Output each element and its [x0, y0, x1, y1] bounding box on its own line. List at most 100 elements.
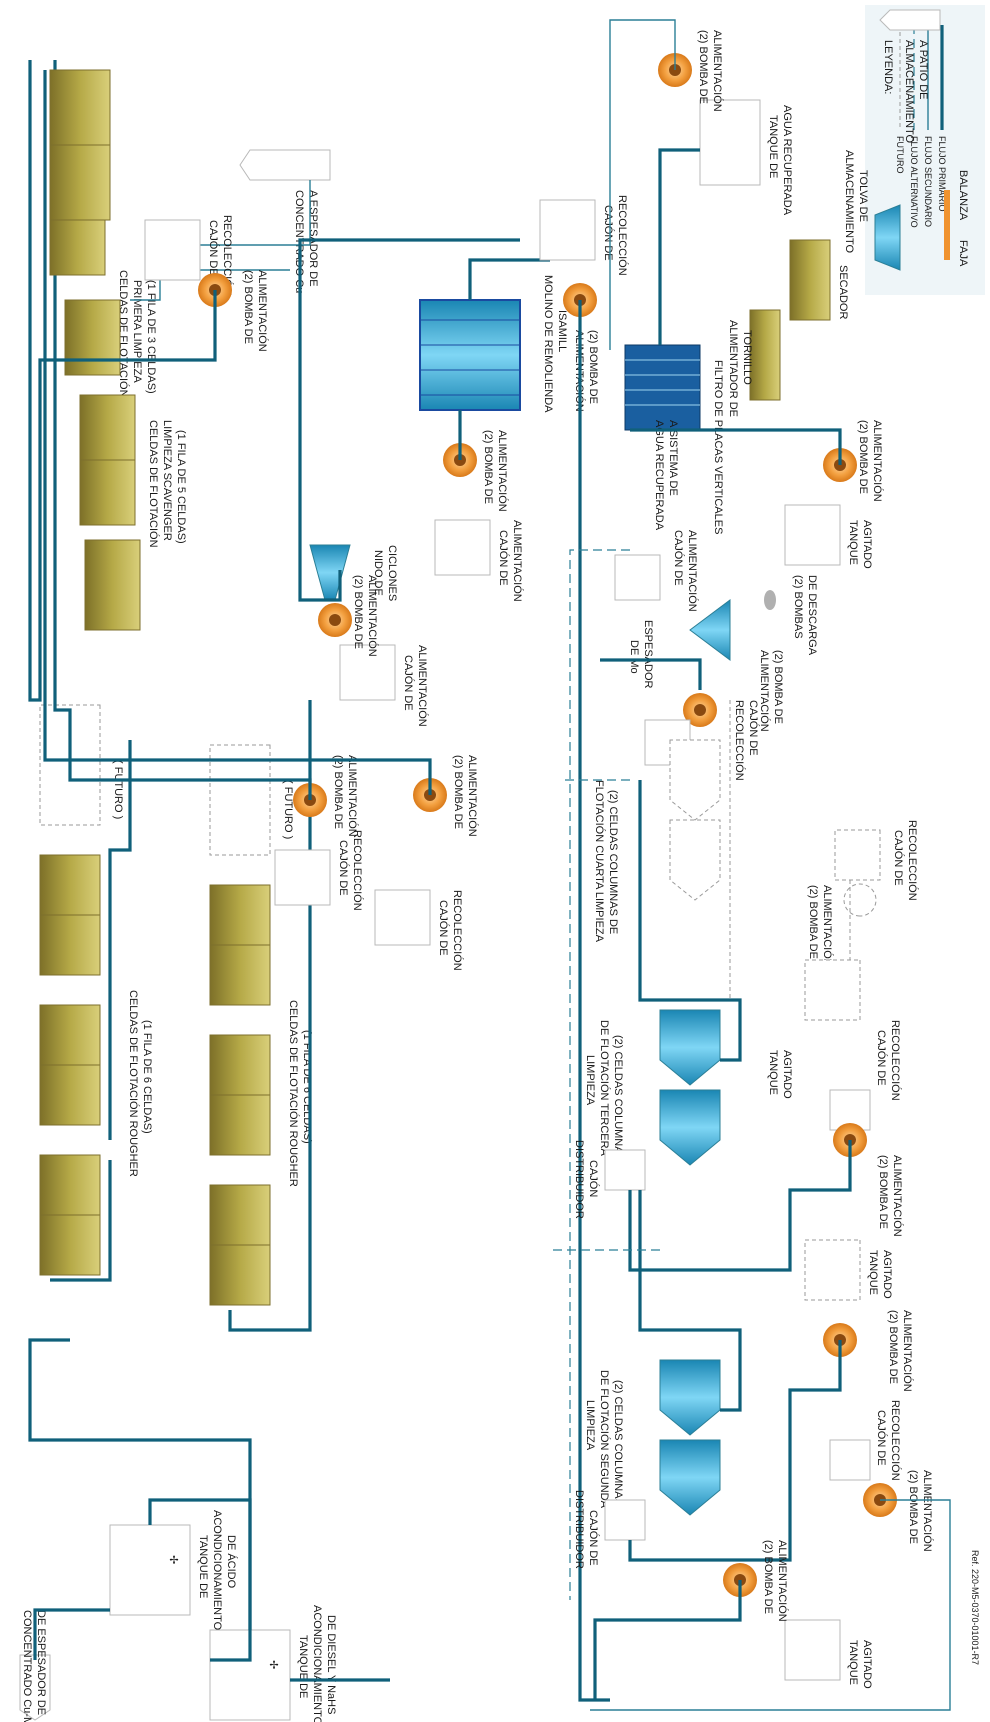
isamill: MOLINO DE REMOLIENDA ISAMILL	[419, 275, 568, 413]
legend-primary: FLUJO PRIMARIO	[937, 136, 947, 212]
bottom-tank-l2: AGITADO	[861, 1640, 873, 1689]
scav-collect-l1: CAJÓN DE	[207, 220, 220, 276]
scavenger-l2: LIMPIEZA SCAVENGER	[161, 420, 173, 541]
diesel-tank-label-1: TANQUE DE	[297, 1635, 309, 1698]
rougher-collect-1-l1: CAJÓN DE	[337, 840, 350, 896]
cyclones-l1: NIDO DE	[372, 550, 384, 596]
hopper-l2: ALMACENAMIENTO	[843, 150, 855, 254]
second-dist-l2: DISTRIBUIDOR	[573, 1490, 585, 1569]
second-distributor: CAJÓN DE DISTRIBUIDOR	[573, 1490, 646, 1569]
rougher-collect-2: CAJÓN DE RECOLECCIÓN	[374, 889, 464, 971]
rougher-bottom-label-1: CELDAS DE FLOTACIÓN ROUGHER	[287, 1000, 300, 1187]
cyc-feed-l1: CAJÓN DE	[402, 655, 415, 711]
rougher-collect-1-l2: RECOLECCIÓN	[351, 830, 364, 911]
dryer: SECADOR	[789, 239, 849, 321]
futuro-top: ( FUTURO )	[112, 760, 124, 819]
second-pump-l2: ALIMENTACIÓN	[901, 1310, 914, 1392]
second-tank: TANQUE AGITADO	[804, 1239, 893, 1301]
second-pump-l1: (2) BOMBA DE	[887, 1310, 899, 1384]
to-water-system-l2: AGUA RECUPERADA	[653, 420, 665, 531]
mo-pump-l2: ALIMENTACIÓN	[758, 650, 771, 732]
third-l1: (2) CELDAS COLUMNAS	[612, 1035, 624, 1161]
cyc-pump-l2: ALIMENTACIÓN	[366, 575, 379, 657]
isamill-l2: ISAMILL	[556, 310, 568, 352]
rougher-pump-2-l1: (2) BOMBA DE	[452, 755, 464, 829]
mo-thick-l2: DE Mo	[628, 640, 640, 674]
fourth-collect-l1: CAJÓN DE	[892, 830, 905, 886]
second-dist-l1: CAJÓN DE	[587, 1510, 600, 1566]
hopper: TOLVA DE ALMACENAMIENTO	[843, 150, 901, 271]
to-storage-l1: A PATIO DE	[917, 40, 929, 100]
scav-pump-l2: ALIMENTACIÓN	[256, 270, 269, 352]
fourth-l1: (2) CELDAS COLUMNAS DE	[607, 790, 619, 934]
filter-tank-l2: AGITADO	[861, 520, 873, 569]
water-tank-l1: TANQUE DE	[767, 115, 779, 178]
second-tank-l1: TANQUE	[867, 1250, 879, 1295]
mill-feed-box: CAJÓN DE ALIMENTACIÓN	[434, 519, 524, 602]
to-water-system-l1: A SISTEMA DE	[667, 420, 679, 496]
fourth-collect-l2: RECOLECCIÓN	[906, 820, 919, 901]
mill-pump: (2) BOMBA DE ALIMENTACIÓN	[443, 430, 509, 512]
filter-pump-l1: (2) BOMBA DE	[857, 420, 869, 494]
isamill-l1: MOLINO DE REMOLIENDA	[542, 275, 554, 413]
second-tank-l2: AGITADO	[881, 1250, 893, 1299]
mo-collect-l1: CAJÓN DE	[747, 700, 760, 756]
rougher-row-top: ( FUTURO ) CELDAS DE FLOTACIÓN ROUGHER (…	[39, 704, 153, 1282]
rougher-row-bottom: ( FUTURO ) CELDAS DE FLOTACIÓN ROUGHER (…	[209, 700, 313, 1332]
bottom-tank: TANQUE AGITADO	[784, 1619, 873, 1689]
source-feed: DE ESPESADOR DE CONCENTRADO Cu-Mo	[19, 1610, 51, 1722]
third-l3: LIMPIEZA	[584, 1055, 596, 1106]
screw-l1: ALIMENTADOR DE	[727, 320, 739, 417]
fourth-l2: FLOTACIÓN CUARTA LIMPIEZA	[593, 780, 606, 943]
agitator-icon: ✢	[267, 1660, 279, 1669]
filter-pump: (2) BOMBA DE ALIMENTACIÓN	[823, 420, 884, 502]
rougher-pump-1: (2) BOMBA DE ALIMENTACIÓN	[293, 755, 359, 837]
second-l1: (2) CELDAS COLUMNAS	[612, 1380, 624, 1506]
second-collect-l1: CAJÓN DE	[875, 1410, 888, 1466]
conveyor-label: FAJA	[957, 240, 969, 267]
third-tank-l1: TANQUE	[767, 1050, 779, 1095]
scavenger-l3: (1 FILA DE 5 CELDAS)	[175, 430, 187, 544]
first-cleaner-cells: CELDAS DE FLOTACIÓN PRIMERA LIMPIEZA (1 …	[49, 69, 157, 398]
filter-press: FILTRO DE PLACAS VERTICALES	[624, 344, 724, 534]
third-collect-l2: RECOLECCIÓN	[889, 1020, 902, 1101]
fourth-pump-l2: ALIMENTACIÓN	[821, 885, 834, 967]
bottom-tank-l1: TANQUE	[847, 1640, 859, 1685]
cyc-pump-l1: (2) BOMBA DE	[352, 575, 364, 649]
to-storage-l2: ALMACENAMIENTO	[903, 40, 915, 144]
second-l3: LIMPIEZA	[584, 1400, 596, 1451]
regrind-collect-l1: CAJÓN DE	[602, 205, 615, 261]
third-tank-l2: AGITADO	[781, 1050, 793, 1099]
scavenger-l1: CELDAS DE FLOTACIÓN	[147, 420, 160, 548]
scavenger-pump: (2) BOMBA DE ALIMENTACIÓN	[198, 270, 269, 352]
third-dist-l2: DISTRIBUIDOR	[573, 1140, 585, 1219]
source-label-2: CONCENTRADO Cu-Mo	[21, 1610, 33, 1722]
regrind-collect: CAJÓN DE RECOLECCIÓN	[539, 195, 629, 276]
futuro-bottom: ( FUTURO )	[282, 780, 294, 839]
mo-pump-in: (2) BOMBA DE ALIMENTACIÓN	[683, 650, 784, 732]
mill-pump-l1: (2) BOMBA DE	[482, 430, 494, 504]
diesel-tank-label-3: DE DIESEL Y NaHS	[325, 1615, 337, 1714]
rougher-pump-2-l2: ALIMENTACIÓN	[466, 755, 479, 837]
to-cu-l1: A ESPESADOR DE	[307, 190, 319, 287]
mo-feed-l2: ALIMENTACIÓN	[686, 530, 699, 612]
third-tank: TANQUE AGITADO	[767, 959, 861, 1099]
acid-tank-label-1: TANQUE DE	[197, 1535, 209, 1598]
water-tank: TANQUE DE AGUA RECUPERADA	[699, 99, 793, 216]
third-cleaner-columns: (2) CELDAS COLUMNAS DE FLOTACIÓN TERCERA…	[584, 1009, 721, 1166]
bottom-pump-l2: ALIMENTACIÓN	[776, 1540, 789, 1622]
rougher-pump-1-l1: (2) BOMBA DE	[332, 755, 344, 829]
mo-collect-l2: RECOLECCIÓN	[733, 700, 746, 781]
cyclones: NIDO DE CICLONES	[309, 544, 398, 601]
rougher-top-label-1: CELDAS DE FLOTACIÓN ROUGHER	[127, 990, 140, 1177]
filter-tank-l1: TANQUE	[847, 520, 859, 565]
source-label-1: DE ESPESADOR DE	[35, 1610, 47, 1715]
acid-tank-label-3: DE ÁCIDO	[225, 1535, 238, 1589]
third-collect-l1: CAJÓN DE	[875, 1030, 888, 1086]
conveyor: FAJA BALANZA	[944, 170, 969, 267]
rougher-top-label-2: (1 FILA DE 6 CELDAS)	[141, 1020, 153, 1134]
third-collect: CAJÓN DE RECOLECCIÓN	[829, 1020, 902, 1131]
filter-agitated-tank: TANQUE AGITADO	[784, 504, 873, 569]
diesel-tank: ✢ TANQUE DE ACONDICIONAMIENTO DE DIESEL …	[209, 1605, 337, 1722]
